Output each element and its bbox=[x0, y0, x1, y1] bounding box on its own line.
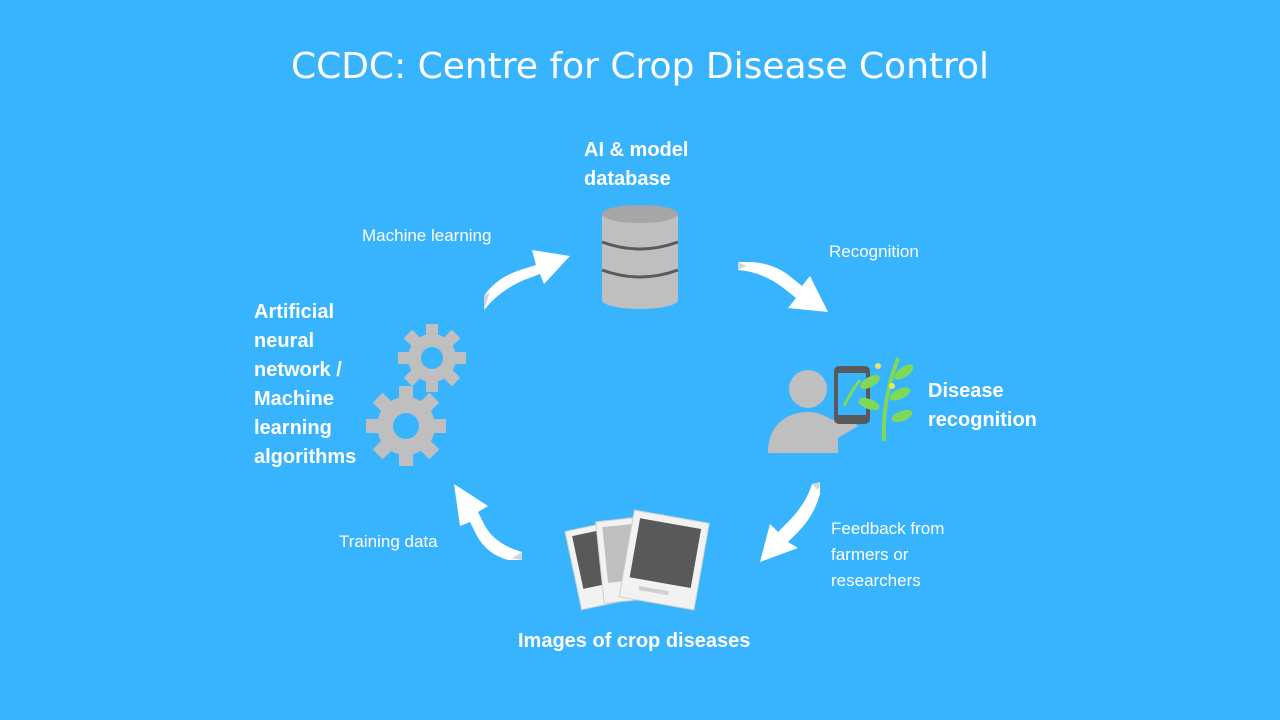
algorithms-label-line4: Machine bbox=[254, 388, 335, 410]
database-label-line2: database bbox=[584, 168, 671, 190]
algorithms-label: Artificial neural network / Machine lear… bbox=[254, 298, 356, 472]
recognition-label-line1: Disease bbox=[928, 380, 1004, 402]
algorithms-label-line6: algorithms bbox=[254, 446, 357, 468]
arrow-training-data bbox=[454, 484, 522, 560]
algorithms-label-line1: Artificial bbox=[254, 301, 335, 323]
edge-label-feedback: Feedback from farmers or researchers bbox=[831, 516, 944, 594]
person-phone-plant-icon bbox=[768, 357, 914, 453]
images-label: Images of crop diseases bbox=[518, 630, 751, 652]
gears-icon bbox=[366, 324, 466, 466]
arrow-machine-learning bbox=[484, 250, 570, 310]
database-icon bbox=[601, 205, 679, 309]
arrow-recognition bbox=[738, 262, 828, 312]
edge-label-recognition: Recognition bbox=[829, 242, 919, 261]
photos-icon bbox=[564, 509, 710, 611]
database-label-line1: AI & model bbox=[584, 139, 689, 161]
slide-title: CCDC: Centre for Crop Disease Control bbox=[290, 46, 990, 87]
database-label: AI & model database bbox=[584, 136, 688, 194]
recognition-label: Disease recognition bbox=[928, 377, 1037, 435]
edge-label-training-data: Training data bbox=[339, 532, 438, 551]
algorithms-label-line5: learning bbox=[254, 417, 332, 439]
algorithms-label-line2: neural bbox=[254, 330, 315, 352]
edge-label-feedback-line2: farmers or bbox=[831, 545, 909, 564]
recognition-label-line2: recognition bbox=[928, 409, 1037, 431]
algorithms-label-line3: network / bbox=[254, 359, 342, 381]
arrow-feedback bbox=[760, 482, 820, 562]
edge-label-machine-learning: Machine learning bbox=[362, 226, 492, 245]
edge-label-feedback-line1: Feedback from bbox=[831, 519, 945, 538]
edge-label-feedback-line3: researchers bbox=[831, 571, 921, 590]
